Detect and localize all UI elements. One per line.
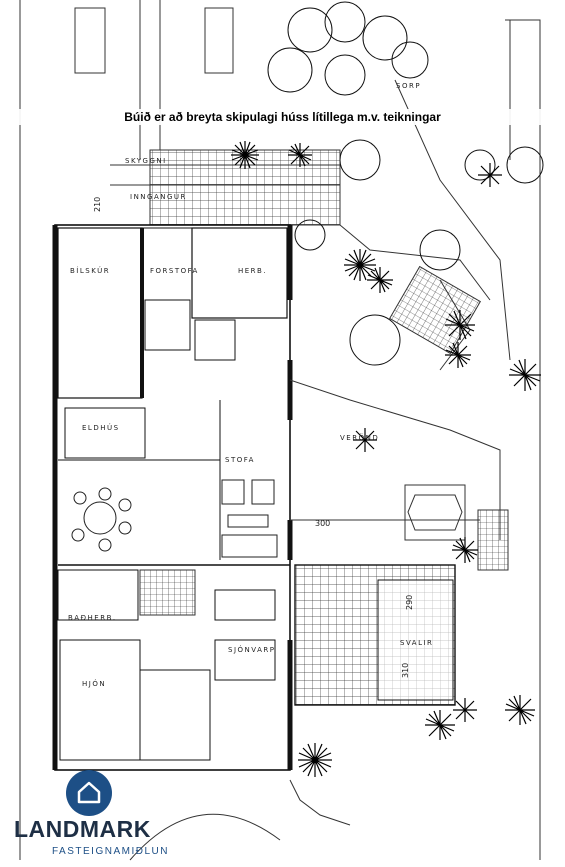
room-label-sjonvarp: SJÓNVARP: [228, 645, 275, 654]
inner-stairs: [139, 569, 196, 616]
dimension-310: 310: [401, 663, 410, 678]
house-walls: [52, 224, 293, 771]
plan-caption: Búið er að breyta skipulagi húss lítille…: [0, 109, 565, 125]
balcony-grid: [294, 564, 456, 706]
house-icon: [66, 770, 112, 816]
room-label-sorp: SORP: [396, 82, 421, 90]
room-label-badherb: BAÐHERB.: [68, 614, 117, 622]
dimension-300: 300: [315, 519, 330, 528]
room-label-stofa: STOFA: [225, 456, 255, 464]
dimension-210: 210: [93, 197, 102, 212]
room-label-forstofa: FORSTOFA: [150, 267, 199, 275]
sofa-set: [221, 479, 278, 558]
dining-table: [71, 487, 132, 552]
room-label-skyggni: SKYGGNI: [125, 157, 167, 165]
plants: [231, 141, 541, 777]
logo-brand-text: LANDMARK: [14, 816, 151, 842]
room-label-inngangur: INNGANGUR: [130, 193, 187, 201]
top-structures: [19, 0, 234, 860]
room-label-svalir: SVALIR: [400, 639, 433, 647]
logo-subtitle: FASTEIGNAMIÐLUN: [52, 846, 169, 857]
room-label-bilskur: BÍLSKÚR: [70, 266, 110, 275]
room-label-eldhus: ELDHÚS: [82, 423, 120, 432]
room-label-herb: HERB.: [238, 267, 267, 275]
room-label-hjon: HJÓN: [82, 679, 106, 688]
dimension-290: 290: [405, 595, 414, 610]
terrace: [289, 224, 509, 571]
garden-stairs: [389, 265, 481, 355]
room-label-verond: VERÖND: [340, 433, 379, 442]
trees: [267, 1, 544, 366]
site-boundary: [129, 19, 541, 861]
landmark-logo: LANDMARK FASTEIGNAMIÐLUN: [14, 768, 167, 866]
